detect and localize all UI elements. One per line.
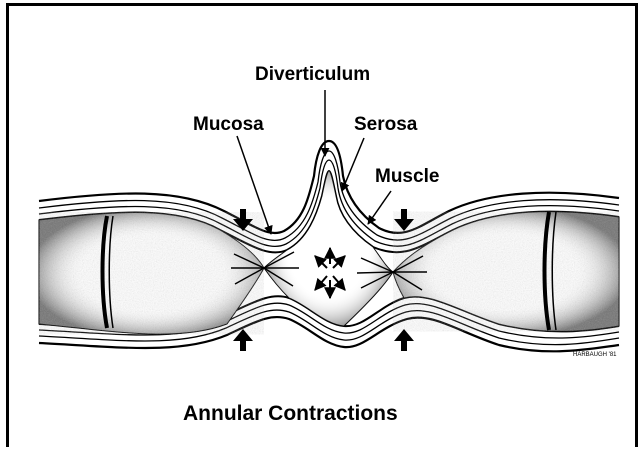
arrow-down-right: [394, 209, 414, 231]
arrow-down-left: [233, 209, 253, 231]
label-mucosa: Mucosa: [193, 114, 264, 135]
artist-signature: HARBAUGH '81: [573, 352, 617, 358]
label-muscle: Muscle: [375, 166, 439, 187]
colon-diagram: Diverticulum Mucosa Serosa Muscle HARBAU…: [9, 6, 635, 450]
figure-frame: Diverticulum Mucosa Serosa Muscle HARBAU…: [6, 3, 638, 447]
label-diverticulum: Diverticulum: [255, 64, 370, 85]
arrow-up-right: [394, 329, 414, 351]
label-serosa: Serosa: [354, 114, 418, 135]
diagram-caption: Annular Contractions: [183, 402, 398, 425]
arrow-up-left: [233, 329, 253, 351]
leader-lines: [237, 90, 391, 234]
